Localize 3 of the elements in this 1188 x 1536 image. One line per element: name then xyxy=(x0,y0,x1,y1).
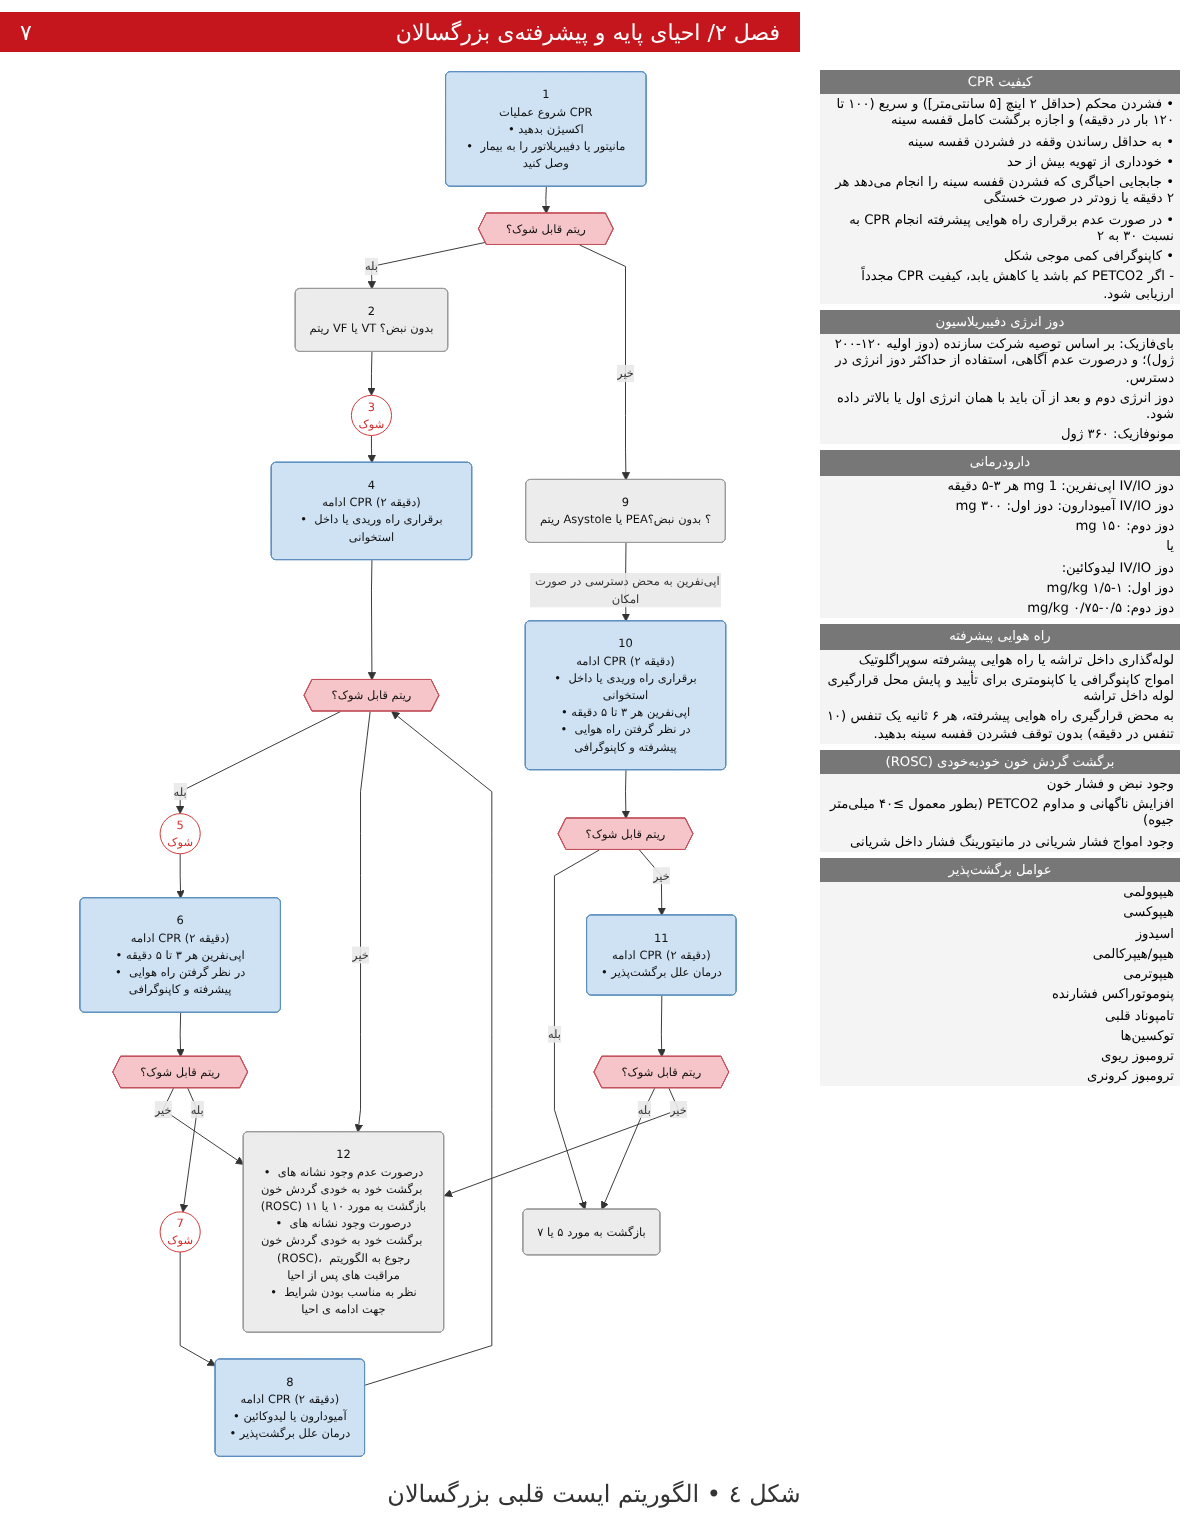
figure-caption: شکل ٤ • الگوریتم ایست قلبی بزرگسالان xyxy=(385,1480,803,1508)
chapter-title: فصل ۲/ احیای پایه و پیشرفته‌ی بزرگسالان xyxy=(395,19,780,45)
page-number: ۷ xyxy=(20,19,32,45)
